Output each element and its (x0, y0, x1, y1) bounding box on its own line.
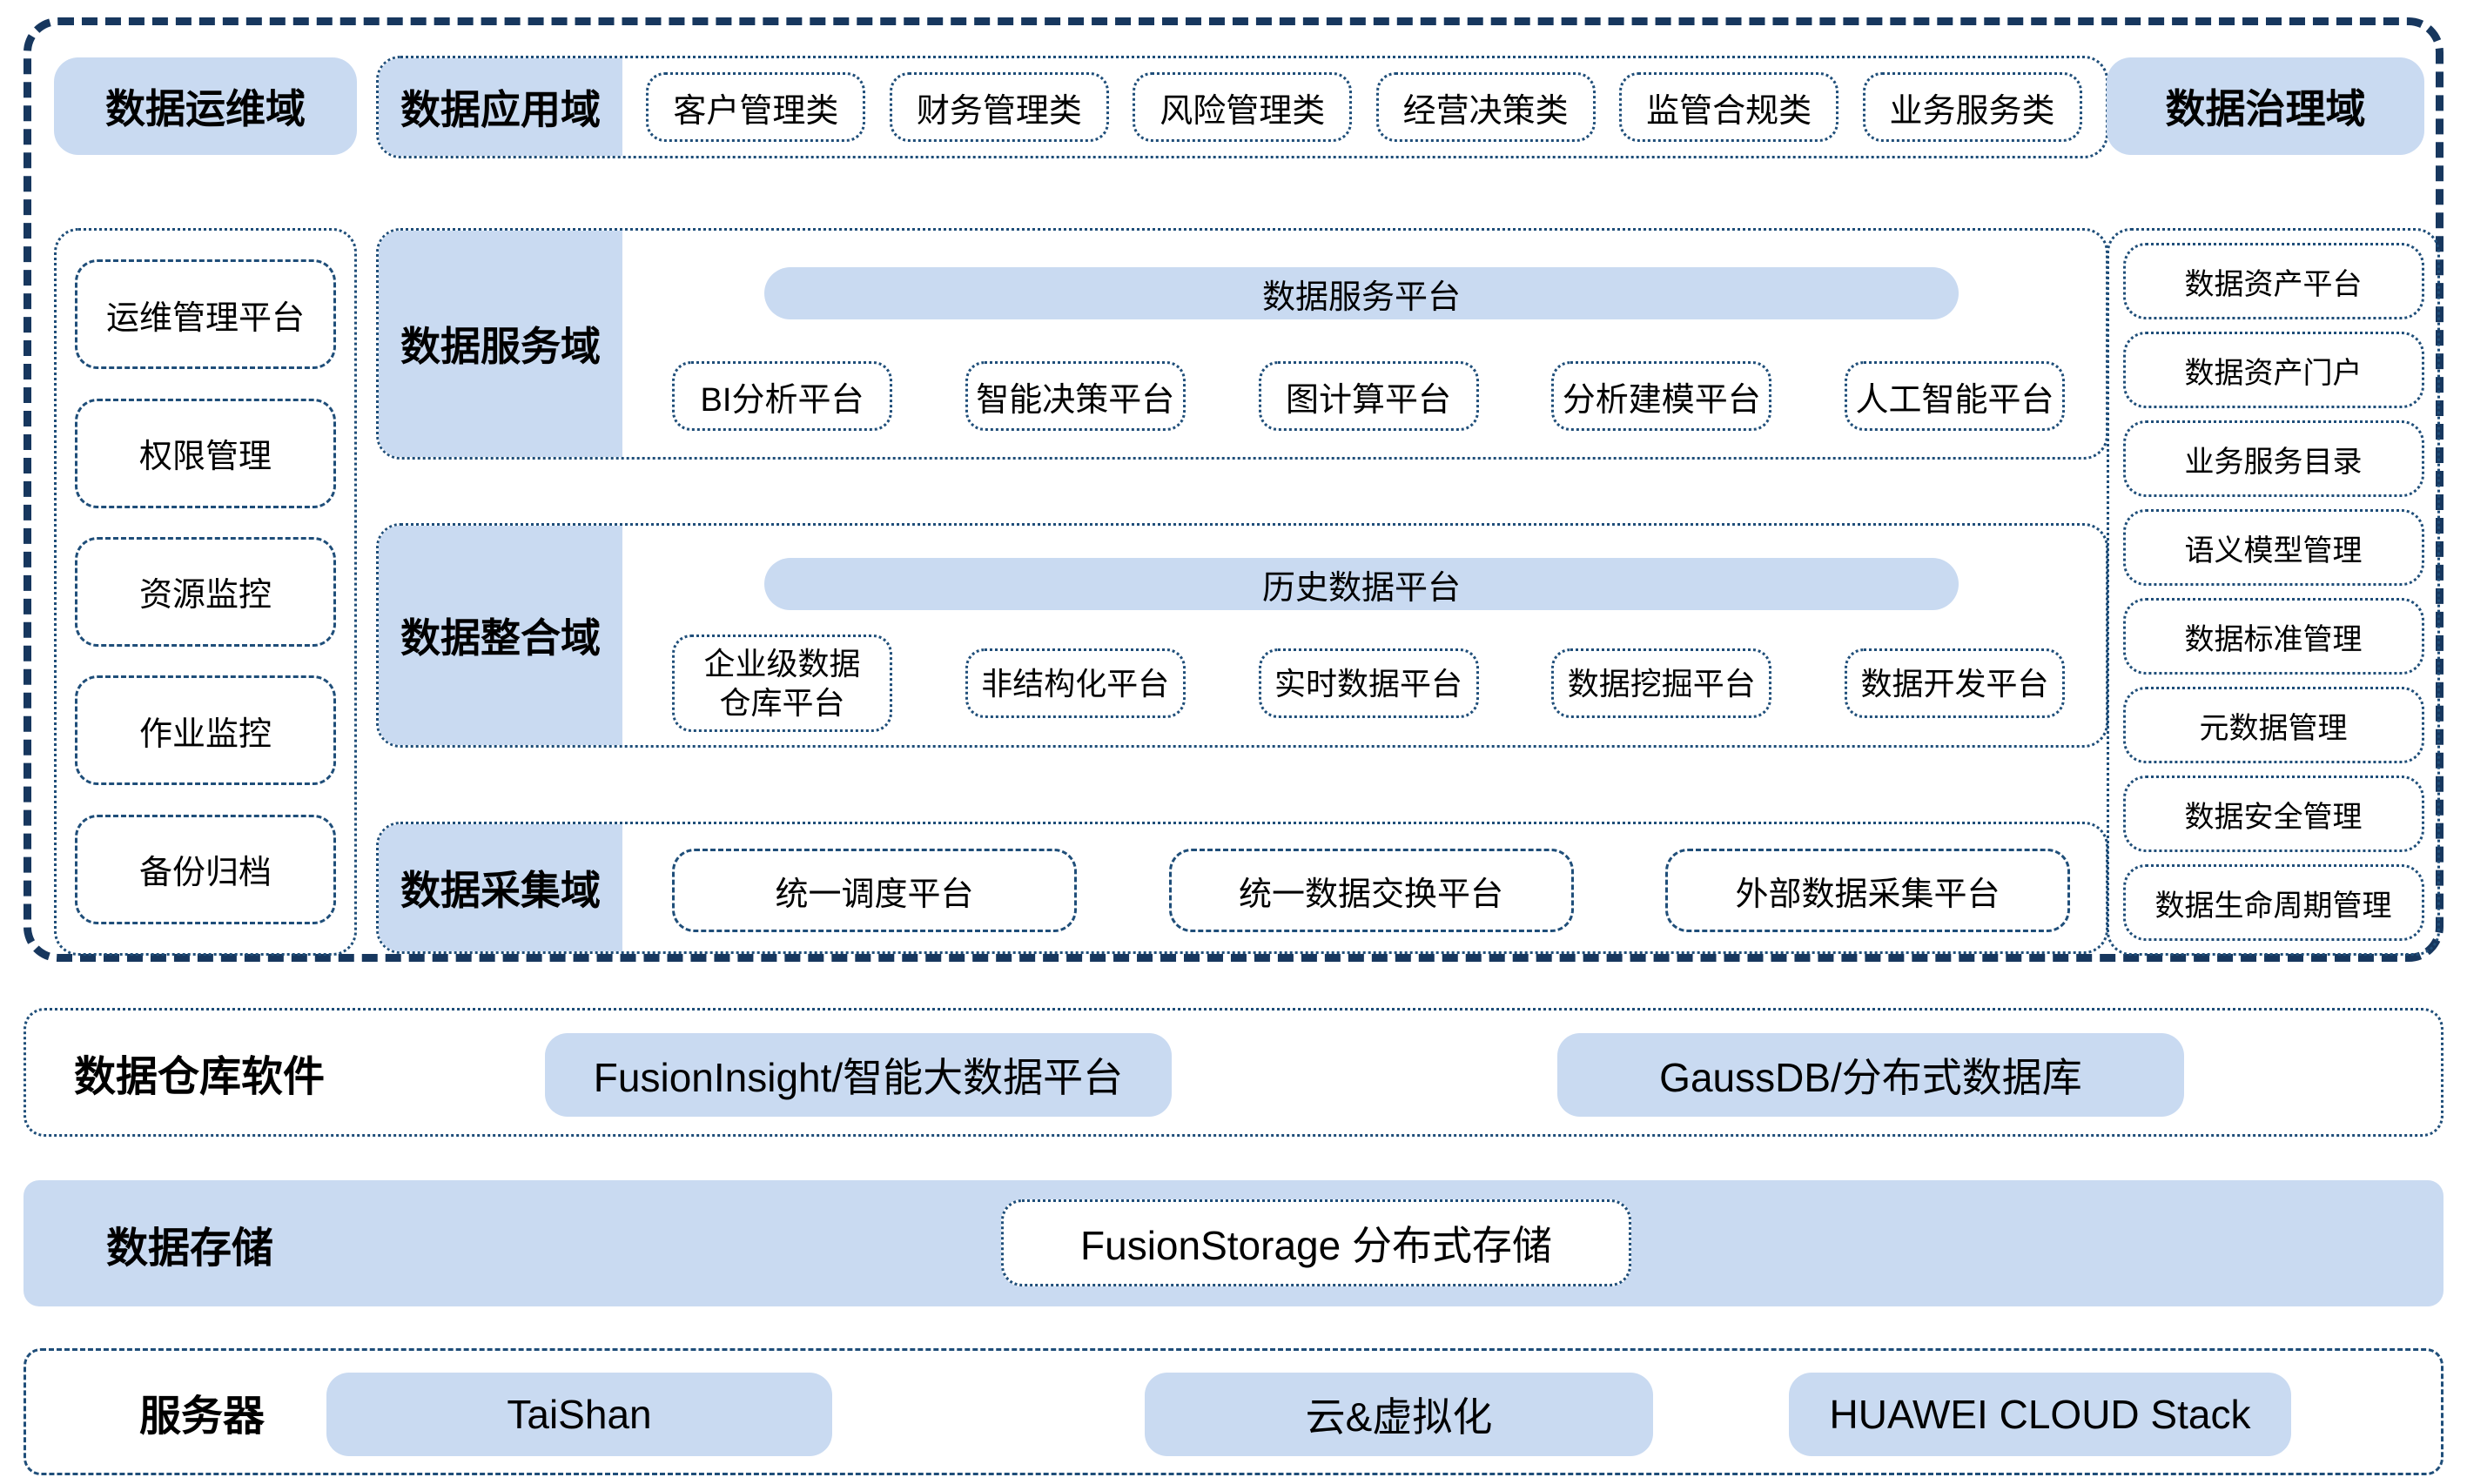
server-row: 服务器 TaiShan 云&虚拟化 HUAWEI CLOUD Stack (24, 1348, 2443, 1475)
service-platform-pill: BI分析平台 (672, 361, 892, 431)
integration-platform-pill: 数据挖掘平台 (1551, 648, 1772, 718)
governance-item-pill: 数据资产门户 (2122, 332, 2424, 408)
platform-architecture-frame (24, 17, 2443, 962)
app-category-pill: 风险管理类 (1133, 72, 1353, 142)
huawei-cloud-stack-block: HUAWEI CLOUD Stack (1789, 1373, 2291, 1456)
gov-domain-block: 数据治理域 (2107, 57, 2424, 155)
cloud-virtualization-block: 云&虚拟化 (1145, 1373, 1653, 1456)
storage-row: 数据存储 FusionStorage 分布式存储 (24, 1180, 2443, 1306)
integration-domain-content: 历史数据平台 企业级数据 仓库平台 非结构化平台 实时数据平台 数据挖掘平台 数据开发平… (622, 526, 2106, 745)
governance-column: 数据资产平台数据资产门户业务服务目录语义模型管理数据标准管理元数据管理数据安全管… (2107, 228, 2440, 956)
collection-platform-pill: 统一调度平台 (672, 849, 1077, 932)
integration-domain-label: 数据整合域 (379, 526, 622, 745)
service-platform-pill: 人工智能平台 (1845, 361, 2065, 431)
service-platform-pill: 智能决策平台 (965, 361, 1186, 431)
server-row-label: 服务器 (139, 1393, 266, 1440)
warehouse-software-row: 数据仓库软件 FusionInsight/智能大数据平台 GaussDB/分布式… (24, 1008, 2443, 1137)
storage-row-label: 数据存储 (106, 1225, 274, 1272)
governance-item-pill: 数据资产平台 (2122, 243, 2424, 319)
fusioninsight-block: FusionInsight/智能大数据平台 (545, 1033, 1172, 1117)
integration-platform-pill: 企业级数据 仓库平台 (672, 635, 892, 732)
ops-item-pill: 备份归档 (75, 814, 336, 924)
service-platform-pill: 图计算平台 (1258, 361, 1479, 431)
ops-item-pill: 资源监控 (75, 536, 336, 647)
integration-domain-section: 数据整合域 历史数据平台 企业级数据 仓库平台 非结构化平台 实时数据平台 数据挖掘平… (376, 523, 2108, 748)
app-category-pill: 监管合规类 (1619, 72, 1839, 142)
collection-platform-pill: 外部数据采集平台 (1665, 849, 2070, 932)
ops-column: 运维管理平台权限管理资源监控作业监控备份归档 (54, 228, 357, 956)
fusionstorage-pill: FusionStorage 分布式存储 (1001, 1199, 1631, 1286)
app-category-pill: 客户管理类 (646, 72, 866, 142)
collection-platform-pill: 统一数据交换平台 (1168, 849, 1574, 932)
governance-item-pill: 元数据管理 (2122, 687, 2424, 763)
app-domain-container: 数据应用域 客户管理类财务管理类风险管理类经营决策类监管合规类业务服务类 (376, 56, 2108, 158)
service-domain-content: 数据服务平台 BI分析平台 智能决策平台 图计算平台 分析建模平台 人工智能平台 (622, 231, 2106, 457)
ops-item-pill: 作业监控 (75, 675, 336, 786)
gaussdb-block: GaussDB/分布式数据库 (1557, 1033, 2184, 1117)
service-platform-list: BI分析平台 智能决策平台 图计算平台 分析建模平台 人工智能平台 (672, 361, 2065, 431)
app-category-list: 客户管理类财务管理类风险管理类经营决策类监管合规类业务服务类 (622, 72, 2106, 142)
app-category-pill: 财务管理类 (889, 72, 1109, 142)
history-data-platform-bar: 历史数据平台 (764, 558, 1959, 610)
warehouse-row-label: 数据仓库软件 (74, 1054, 326, 1100)
integration-platform-pill: 非结构化平台 (965, 648, 1186, 718)
integration-platform-list: 企业级数据 仓库平台 非结构化平台 实时数据平台 数据挖掘平台 数据开发平台 (672, 633, 2065, 734)
service-domain-section: 数据服务域 数据服务平台 BI分析平台 智能决策平台 图计算平台 分析建模平台 人工智能… (376, 228, 2108, 460)
app-domain-label: 数据应用域 (379, 58, 622, 156)
collection-domain-content: 统一调度平台 统一数据交换平台 外部数据采集平台 (622, 824, 2106, 951)
ops-domain-block: 数据运维域 (54, 57, 357, 155)
collection-platform-list: 统一调度平台 统一数据交换平台 外部数据采集平台 (672, 849, 2070, 932)
governance-item-pill: 业务服务目录 (2122, 420, 2424, 497)
integration-platform-pill: 实时数据平台 (1258, 648, 1479, 718)
governance-item-pill: 数据安全管理 (2122, 776, 2424, 852)
ops-item-pill: 运维管理平台 (75, 259, 336, 370)
governance-item-pill: 语义模型管理 (2122, 509, 2424, 586)
ops-item-pill: 权限管理 (75, 398, 336, 508)
collection-domain-label: 数据采集域 (379, 824, 622, 951)
collection-domain-section: 数据采集域 统一调度平台 统一数据交换平台 外部数据采集平台 (376, 822, 2108, 954)
taishan-block: TaiShan (326, 1373, 832, 1456)
service-platform-bar: 数据服务平台 (764, 267, 1959, 319)
service-domain-label: 数据服务域 (379, 231, 622, 457)
app-category-pill: 经营决策类 (1375, 72, 1596, 142)
app-category-pill: 业务服务类 (1862, 72, 2082, 142)
integration-platform-pill: 数据开发平台 (1845, 648, 2065, 718)
governance-item-pill: 数据生命周期管理 (2122, 864, 2424, 941)
governance-item-pill: 数据标准管理 (2122, 598, 2424, 675)
service-platform-pill: 分析建模平台 (1551, 361, 1772, 431)
